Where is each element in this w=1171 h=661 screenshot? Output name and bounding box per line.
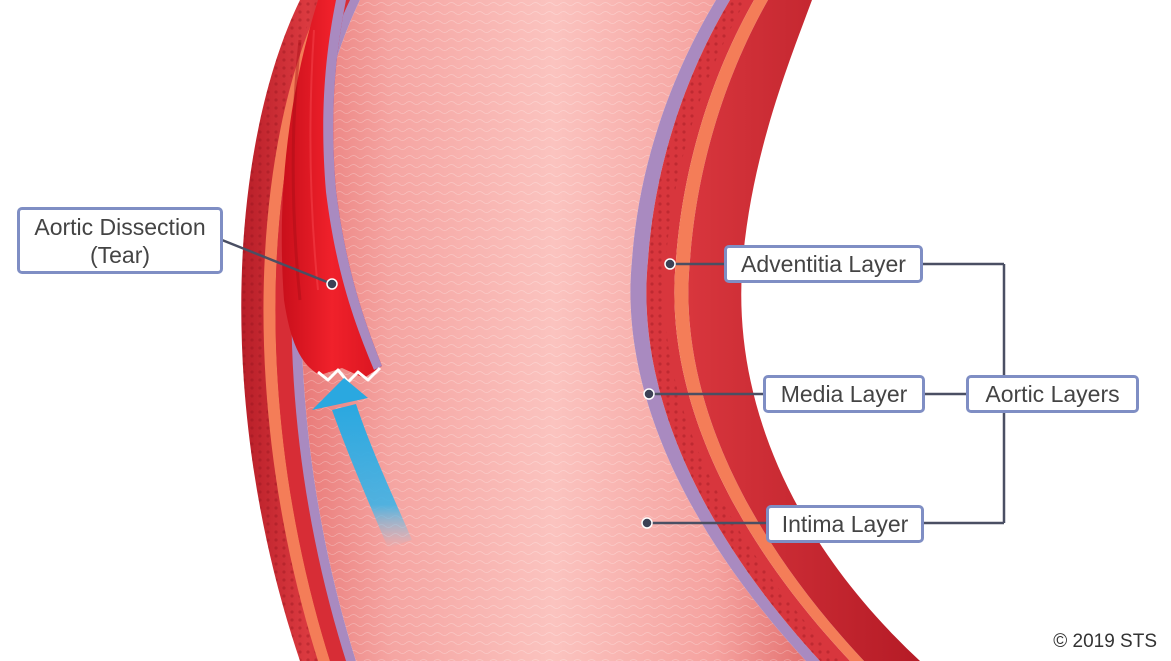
copyright-notice: © 2019 STS xyxy=(1053,631,1157,652)
blood-flow-arrow-icon xyxy=(312,378,412,548)
aortic-dissection-label: Aortic Dissection (Tear) xyxy=(17,207,223,274)
leader-lines xyxy=(221,238,1006,525)
aortic-layers-label: Aortic Layers xyxy=(966,375,1139,413)
intima-layer-text: Intima Layer xyxy=(781,511,909,537)
aortic-dissection-label-line2: (Tear) xyxy=(89,241,151,268)
media-layer-label: Media Layer xyxy=(763,375,925,413)
leader-dot-icon xyxy=(326,258,676,529)
left-media-layer xyxy=(263,0,334,661)
aortic-dissection-label-line1: Aortic Dissection xyxy=(34,213,206,240)
media-layer-text: Media Layer xyxy=(780,381,908,407)
intima-layer-label: Intima Layer xyxy=(766,505,924,543)
aortic-layers-text: Aortic Layers xyxy=(985,381,1120,407)
adventitia-layer-label: Adventitia Layer xyxy=(724,245,923,283)
right-adventitia-wall xyxy=(688,0,920,661)
adventitia-layer-text: Adventitia Layer xyxy=(741,251,906,277)
